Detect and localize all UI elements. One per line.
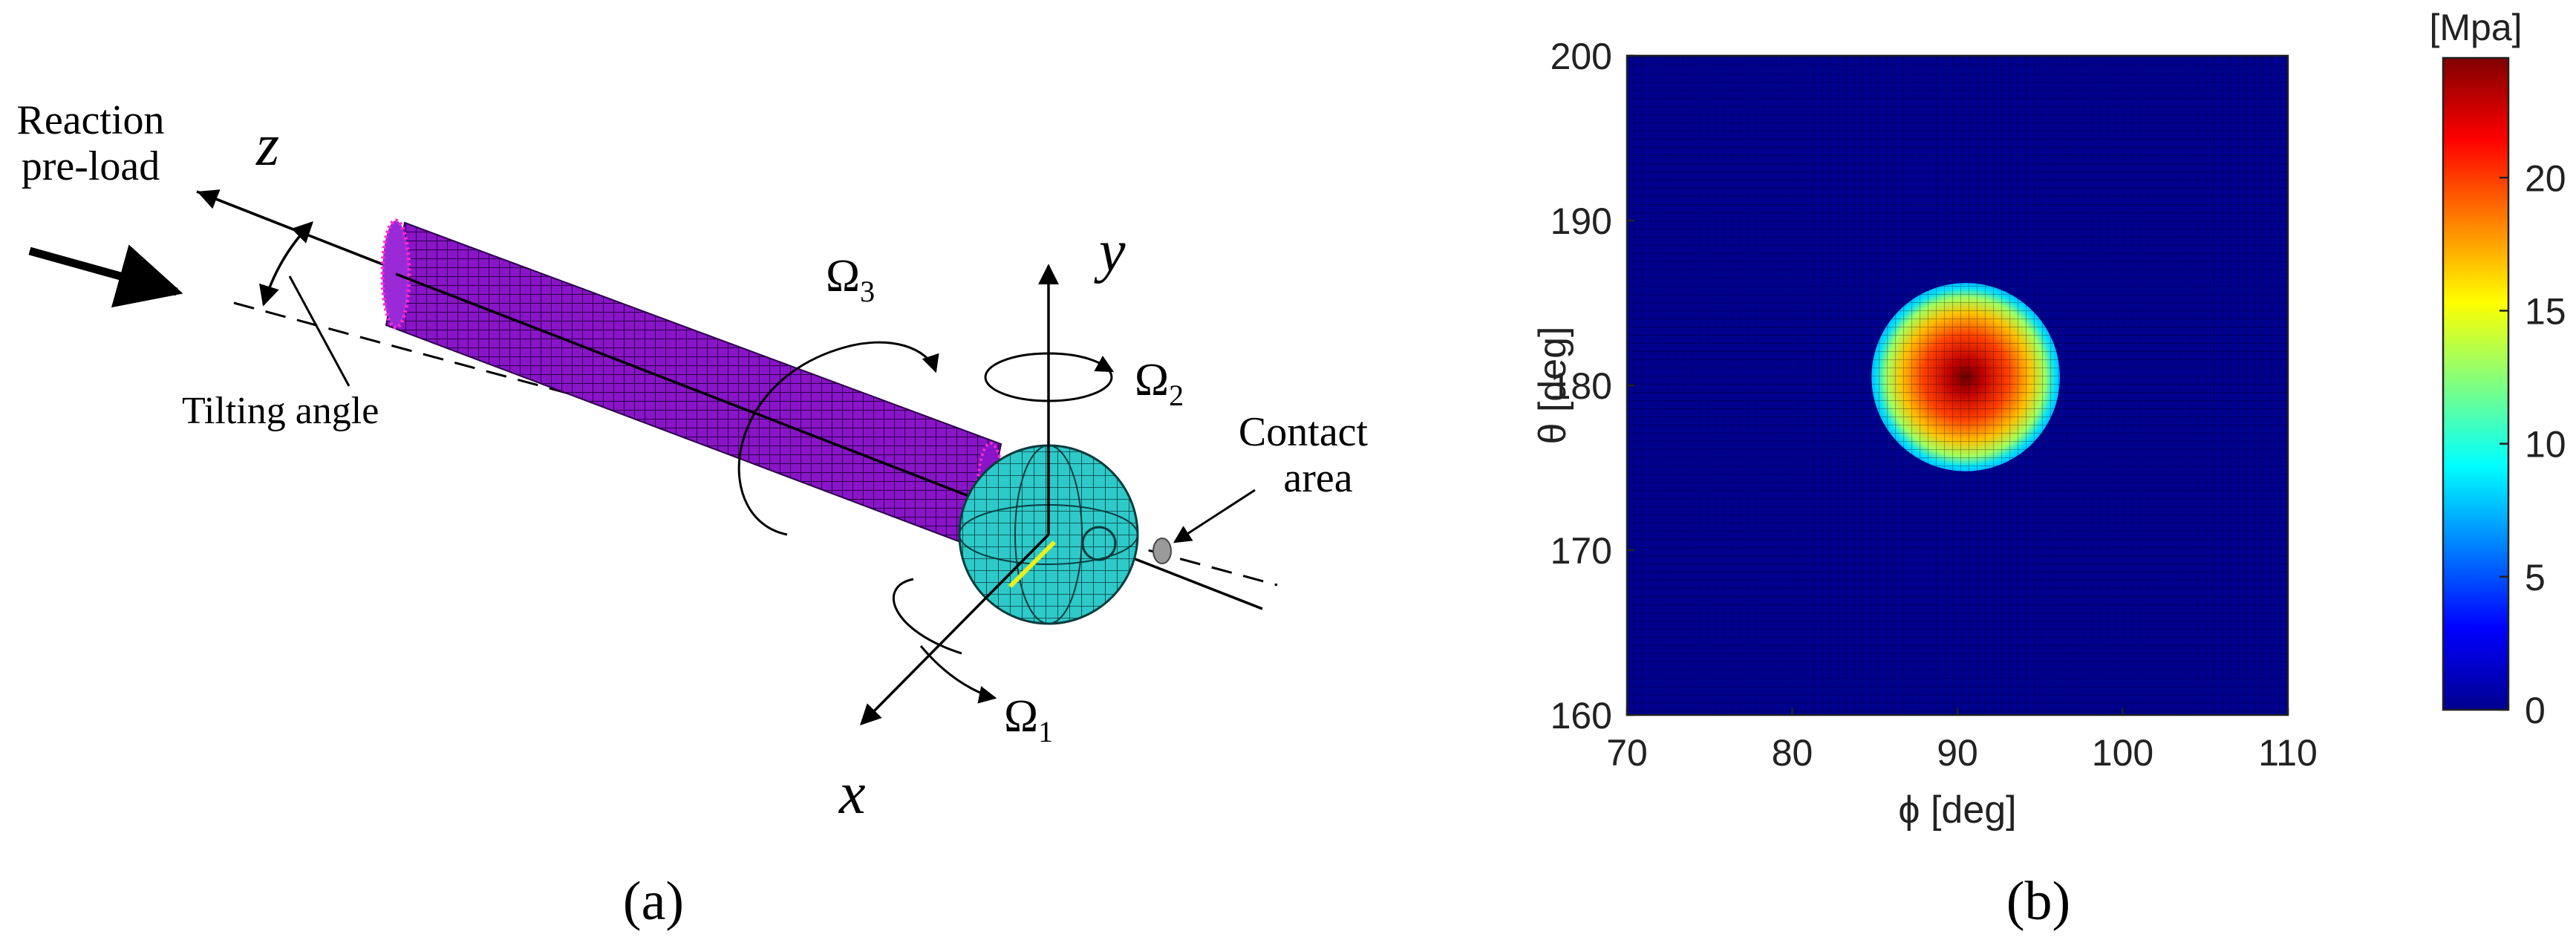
x-tick-label: 100	[2092, 732, 2153, 774]
y-tick-label: 190	[1551, 200, 1612, 242]
colorbar-label: [Mpa]	[2429, 7, 2522, 48]
caption-a: (a)	[623, 871, 684, 932]
axis-y-label: y	[1094, 219, 1126, 284]
colorbar	[2442, 56, 2510, 711]
z-axis-overlay	[395, 272, 1040, 525]
x-tick-label: 110	[2258, 732, 2318, 774]
axis-x-label: x	[838, 761, 866, 826]
tilting-angle-arc	[259, 221, 313, 307]
x-tick-label: 90	[1937, 732, 1978, 774]
omega1-subscript: 1	[1038, 715, 1053, 748]
y-axis-label: θ [deg]	[1531, 326, 1574, 444]
heatmap-grid-overlay	[1627, 56, 2288, 715]
tilting-angle-label: Tilting angle	[182, 390, 379, 432]
axis-z-label: z	[255, 113, 279, 178]
omega1-label: Ω1	[1004, 691, 1053, 748]
colorbar-tick-label: 20	[2525, 157, 2566, 199]
x-axis-label: ϕ [deg]	[1898, 789, 2016, 832]
omega3-symbol: Ω	[826, 251, 860, 301]
omega2-symbol: Ω	[1135, 355, 1169, 405]
x-tick-label: 70	[1606, 732, 1648, 774]
colorbar-tick-label: 5	[2525, 557, 2546, 598]
rod-mesh	[380, 218, 1005, 552]
omega3-label: Ω3	[826, 251, 875, 308]
caption-b: (b)	[2006, 871, 2070, 932]
omega2-rotation-arrow	[984, 352, 1113, 402]
y-tick-label: 170	[1551, 530, 1612, 572]
preload-arrow	[28, 244, 183, 308]
y-tick-label: 180	[1551, 365, 1612, 407]
omega2-subscript: 2	[1169, 379, 1184, 412]
y-ticks: 160 170 180 190 200	[1551, 36, 1634, 737]
omega1-symbol: Ω	[1004, 691, 1038, 742]
y-tick-label: 160	[1551, 695, 1612, 737]
x-axis-line	[860, 533, 1050, 725]
reaction-label-line2: pre-load	[22, 143, 160, 189]
omega3-subscript: 3	[860, 275, 875, 308]
colorbar-tick-label: 15	[2525, 290, 2566, 332]
panel-a-diagram: Reaction pre-load z Tilting angle	[16, 97, 1368, 932]
omega2-label: Ω2	[1135, 355, 1184, 412]
colorbar-tick-label: 0	[2525, 690, 2546, 731]
colorbar-ticks: 0 5 10 15 20	[2500, 157, 2566, 731]
contact-label-line2: area	[1283, 455, 1352, 501]
x-tick-label: 80	[1772, 732, 1813, 774]
reaction-label-line1: Reaction	[16, 97, 164, 143]
x-ticks: 70 80 90 100 110	[1606, 708, 2318, 774]
omega1-rotation-arrow	[893, 578, 995, 698]
omega3-rotation-arrow	[737, 341, 939, 536]
z-axis-arrow	[197, 189, 298, 232]
contact-arrow	[1173, 489, 1256, 543]
tilting-angle-leader	[288, 275, 350, 387]
y-tick-label: 200	[1551, 36, 1612, 77]
contact-patch	[1152, 538, 1172, 564]
contact-label-line1: Contact	[1239, 409, 1369, 455]
colorbar-tick-label: 10	[2525, 424, 2566, 466]
